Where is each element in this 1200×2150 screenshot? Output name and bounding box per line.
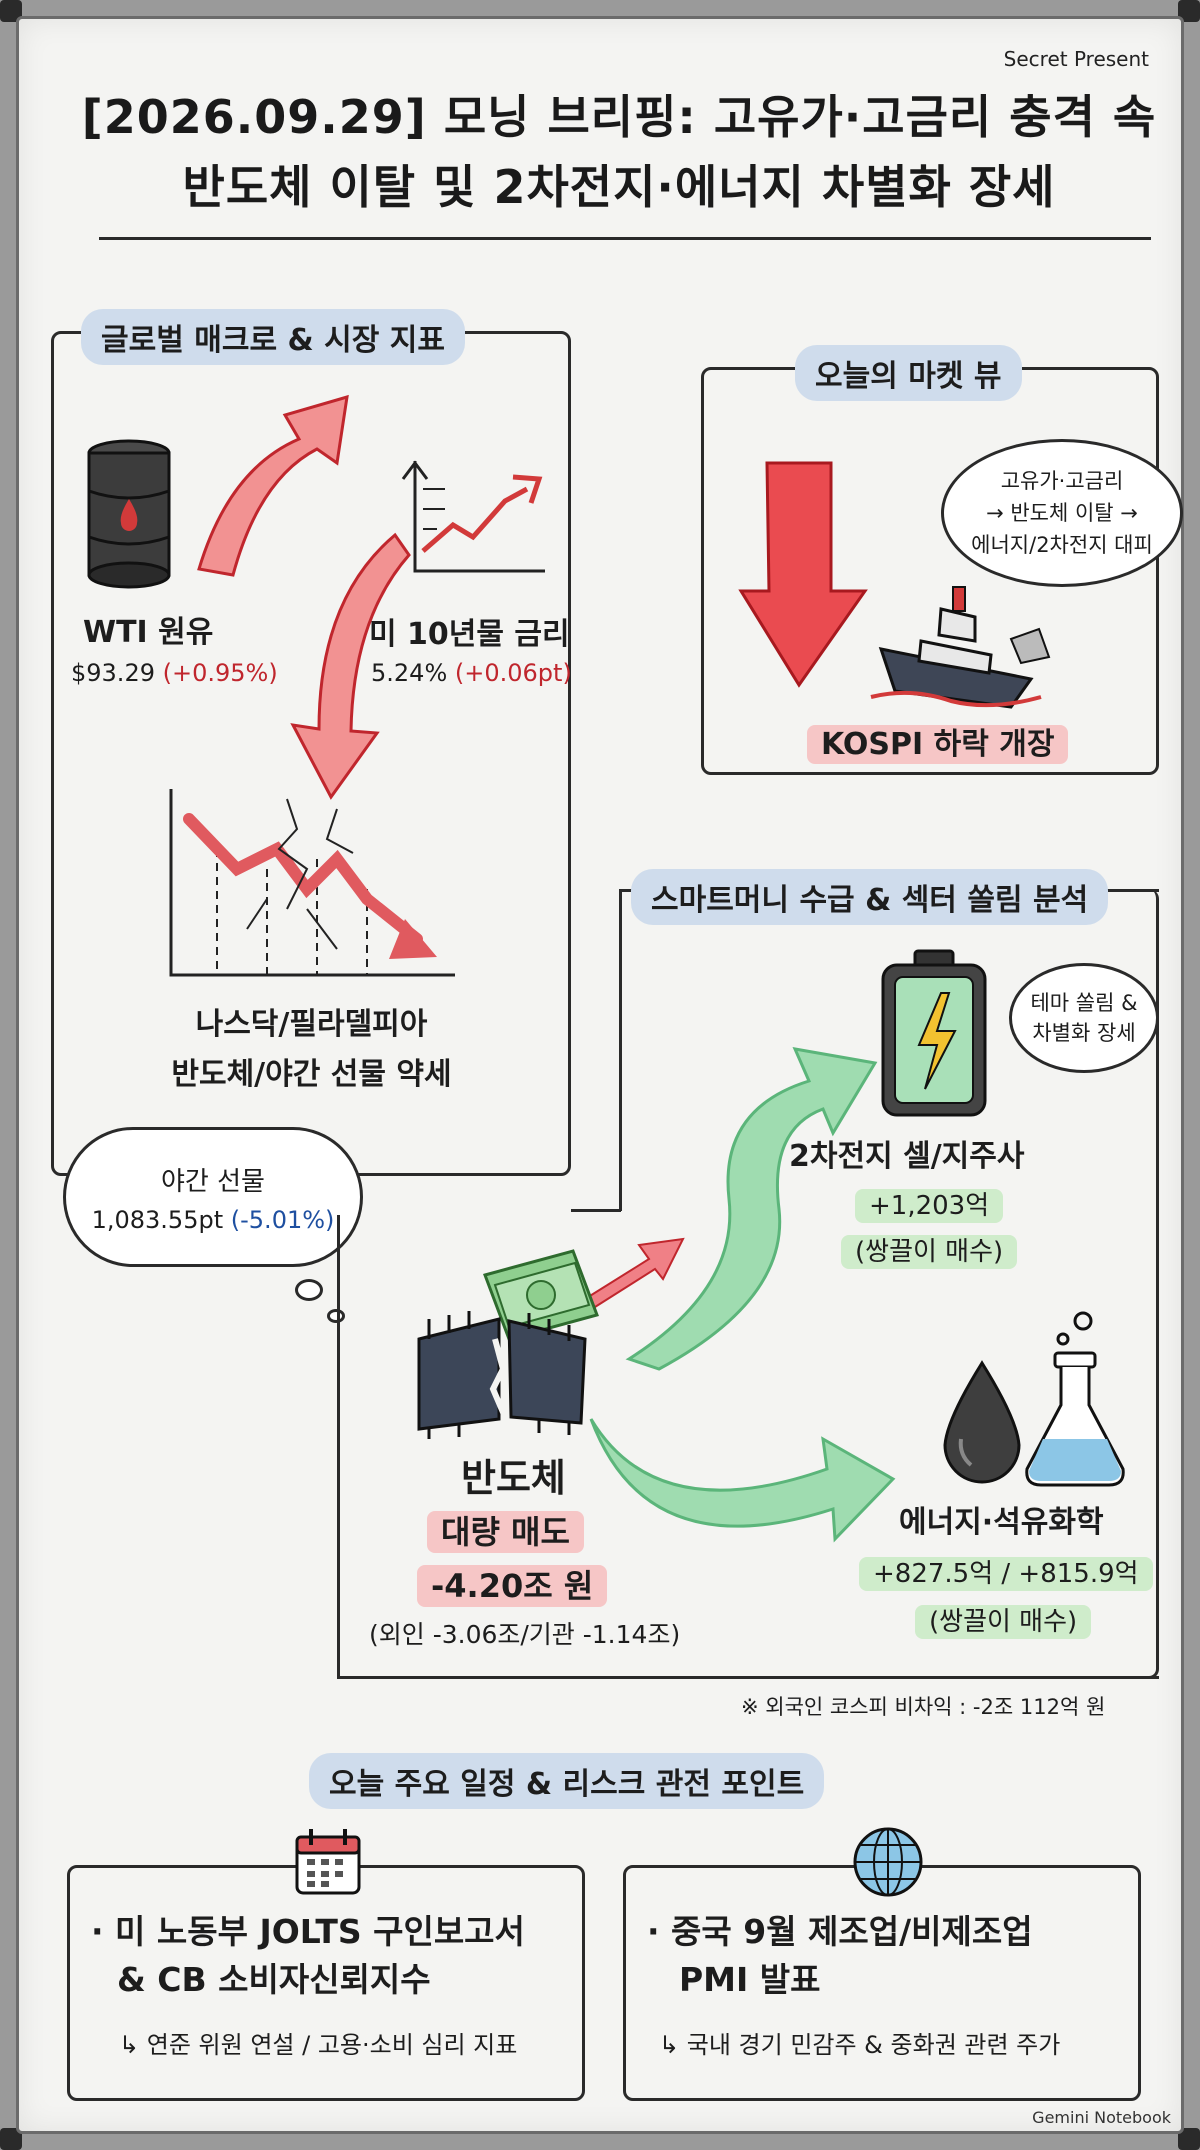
schedule-left-line2: & CB 소비자신뢰지수 [117,1960,431,1999]
kospi-label-text: KOSPI 하락 개장 [807,725,1069,764]
oil-drop-icon [943,1360,1021,1484]
futures-value: 1,083.55pt [91,1205,224,1234]
flows-heading: 스마트머니 수급 & 섹터 쏠림 분석 [631,869,1109,925]
semi-detail: (외인 -3.06조/기관 -1.14조) [369,1620,681,1649]
semi-action-text: 대량 매도 [427,1511,584,1553]
futures-label: 야간 선물 [161,1166,265,1197]
wti-price: $93.29 [71,659,155,687]
frame-corner [1178,0,1200,22]
calendar-icon [295,1829,361,1895]
flows-panel-left-edge [337,1215,340,1679]
market-view-bubble-2: → 반도체 이탈 → [986,501,1138,525]
globe-icon [853,1827,923,1897]
rate-value-row: 5.24% (+0.06pt) [371,659,572,687]
schedule-left-line1: · 미 노동부 JOLTS 구인보고서 [91,1912,525,1951]
flows-footnote: ※ 외국인 코스피 비차익 : -2조 112억 원 [741,1695,1106,1719]
battery-value: +1,203억 [855,1185,1004,1223]
schedule-card-right [623,1865,1141,2101]
energy-value-text: +827.5억 / +815.9억 [859,1557,1153,1591]
market-view-heading: 오늘의 마켓 뷰 [795,345,1022,401]
title-underline [99,237,1151,240]
money-icon [483,1249,599,1341]
down-arrow-icon [290,532,411,800]
theme-bubble-2: 차별화 장세 [1032,1021,1136,1045]
schedule-right-line2: PMI 발표 [679,1960,821,1999]
battery-note-text: (쌍끌이 매수) [841,1235,1018,1269]
market-view-bubble-3: 에너지/2차전지 대피 [971,533,1153,557]
market-view-bubble: 고유가·고금리 → 반도체 이탈 → 에너지/2차전지 대피 [941,439,1183,587]
semi-weak-label-2: 반도체/야간 선물 약세 [171,1057,452,1092]
frame-corner [0,0,22,22]
green-up-arrow-icon [625,1047,878,1371]
footer-brand: Gemini Notebook [1032,2108,1171,2127]
flows-panel-bottom-edge [337,1676,1159,1679]
connector-line [619,889,622,1211]
semi-value-text: -4.20조 원 [417,1565,608,1607]
rate-value: 5.24% [371,659,448,687]
battery-note: (쌍끌이 매수) [841,1231,1018,1269]
rate-label: 미 10년물 금리 [369,617,570,652]
futures-value-row: 1,083.55pt (-5.01%) [92,1206,335,1234]
line-chart-icon [401,460,545,573]
small-red-arrow-icon [583,1237,685,1309]
brand-label: Secret Present [1003,47,1149,71]
frame-corner [0,2128,22,2150]
oil-barrel-icon [87,439,171,589]
market-view-bubble-1: 고유가·고금리 [1000,469,1124,493]
battery-value-text: +1,203억 [855,1189,1004,1223]
semi-action: 대량 매도 [427,1507,584,1553]
theme-bubble-1: 테마 쏠림 & [1030,991,1138,1015]
chip-icon [417,1311,587,1439]
ship-icon [870,586,1051,709]
kospi-label: KOSPI 하락 개장 [807,719,1069,764]
kospi-down-arrow-icon [738,461,868,688]
up-arrow-icon [197,394,349,577]
wti-change: (+0.95%) [162,659,278,687]
crash-chart-icon [169,789,455,977]
wti-price-row: $93.29 (+0.95%) [71,659,278,687]
schedule-heading: 오늘 주요 일정 & 리스크 관전 포인트 [309,1753,825,1809]
whiteboard-surface: Secret Present [2026.09.29] 모닝 브리핑: 고유가·… [16,16,1184,2134]
futures-bubble: 야간 선물 1,083.55pt (-5.01%) [63,1127,363,1267]
bubble-dot [295,1279,323,1301]
page-title-line1: [2026.09.29] 모닝 브리핑: 고유가·고금리 충격 속 [81,90,1157,144]
green-right-arrow-icon [589,1418,896,1543]
frame-corner [1178,2128,1200,2150]
schedule-left-note: ↳ 연준 위원 연설 / 고용·소비 심리 지표 [119,2031,518,2059]
energy-label: 에너지·석유화학 [899,1505,1104,1540]
semi-weak-label-1: 나스닥/필라델피아 [195,1007,428,1042]
flask-icon [1025,1311,1125,1487]
battery-icon [881,949,987,1117]
theme-bubble: 테마 쏠림 & 차별화 장세 [1009,963,1159,1073]
schedule-right-line1: · 중국 9월 제조업/비제조업 [647,1912,1033,1951]
energy-value: +827.5억 / +815.9억 [859,1553,1153,1591]
wti-label: WTI 원유 [83,615,214,650]
schedule-right-note: ↳ 국내 경기 민감주 & 중화권 관련 주가 [659,2031,1061,2059]
rate-change: (+0.06pt) [454,659,572,687]
energy-note: (쌍끌이 매수) [915,1601,1092,1639]
semi-label: 반도체 [461,1456,566,1500]
battery-label: 2차전지 셀/지주사 [789,1139,1025,1174]
futures-change: (-5.01%) [230,1205,335,1234]
semi-value: -4.20조 원 [417,1561,608,1607]
energy-note-text: (쌍끌이 매수) [915,1605,1092,1639]
connector-line [571,1209,621,1212]
bubble-dot [327,1309,345,1323]
page-title-line2: 반도체 이탈 및 2차전지·에너지 차별화 장세 [182,160,1056,214]
macro-heading: 글로벌 매크로 & 시장 지표 [81,309,465,365]
